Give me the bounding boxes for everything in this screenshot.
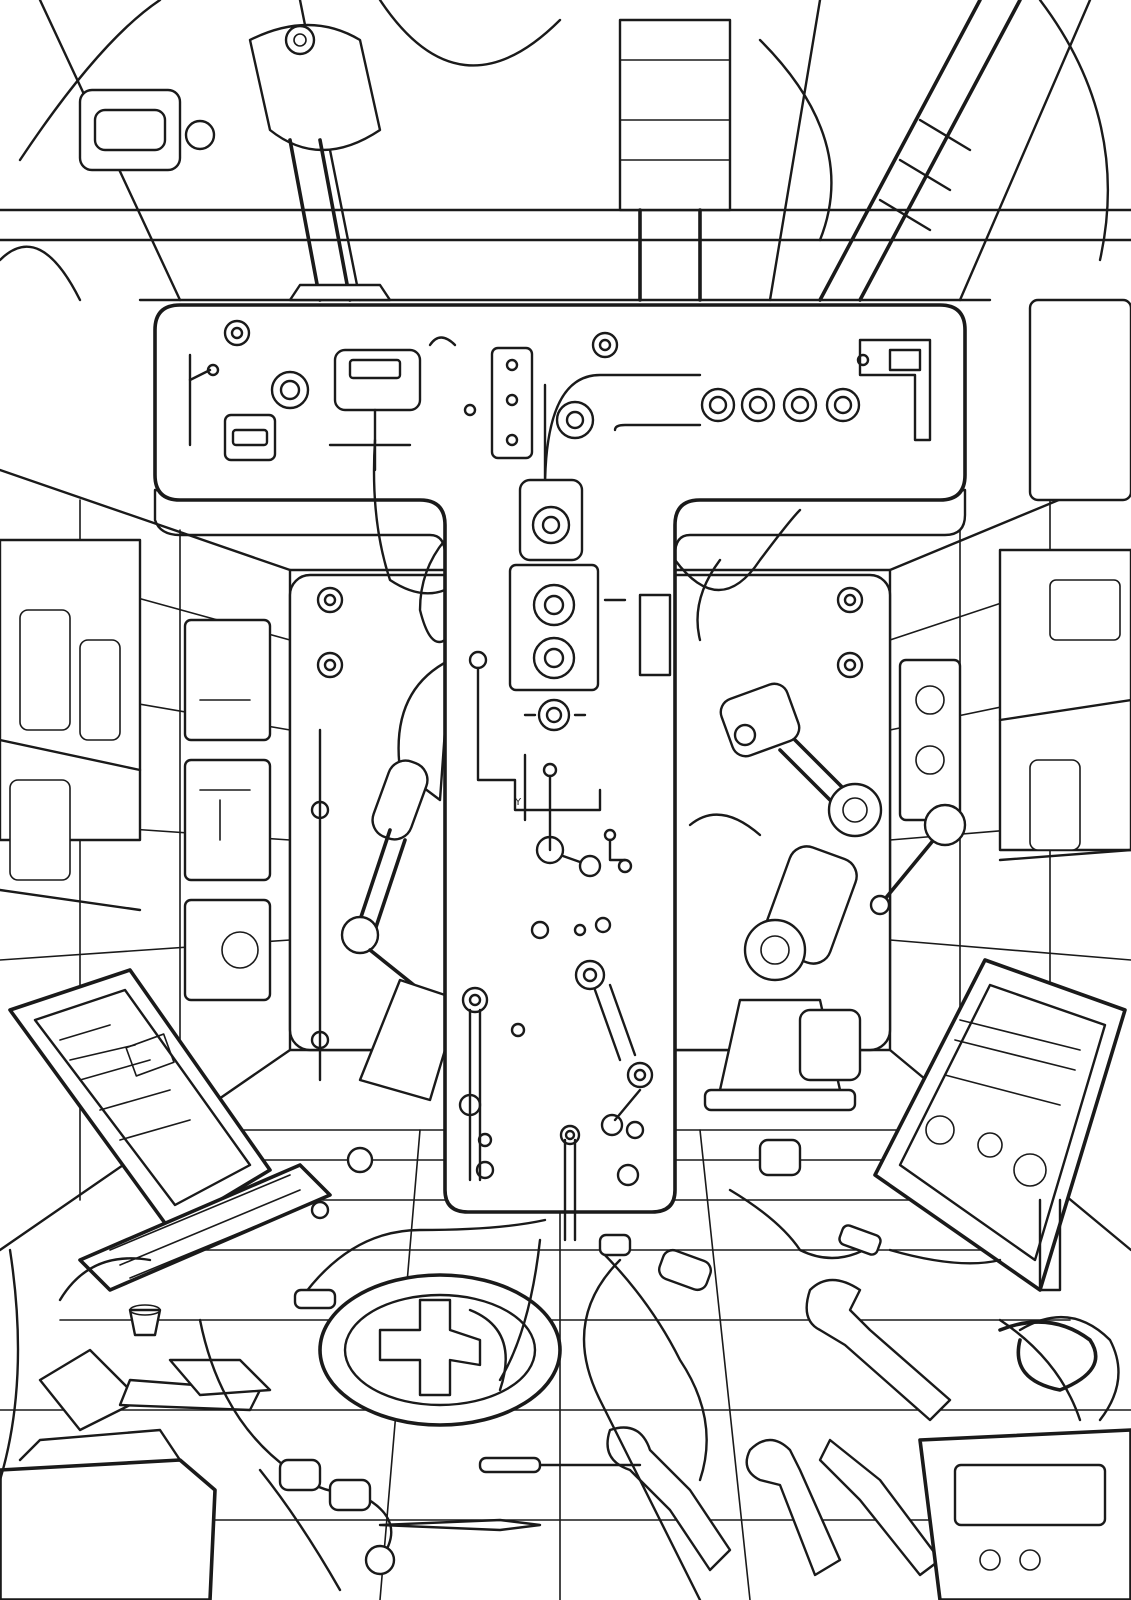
hanging-cables (0, 0, 1110, 302)
left-shelves (0, 538, 142, 912)
ceiling-canister-right (618, 18, 732, 302)
stem-controls (458, 478, 672, 1242)
letter-t-body (153, 303, 967, 1214)
letter-t: Y (153, 283, 967, 1242)
tablet-right (873, 958, 1127, 1292)
floor-hatch (318, 1273, 562, 1427)
wrench-right-2 (745, 1438, 842, 1577)
ceiling-canister-left (248, 23, 382, 302)
cup (128, 1304, 162, 1337)
robot-arm-left (340, 658, 462, 1102)
right-wall-console (898, 298, 1131, 822)
crossbar-controls (188, 283, 932, 492)
wrench-right-1 (805, 1278, 952, 1422)
ceiling-machinery (0, 0, 1110, 302)
back-wall-bolts (310, 586, 864, 1082)
robot-arm-right (688, 682, 967, 1112)
floor-cables (0, 1188, 1120, 1600)
panel-glyph: Y (514, 797, 522, 808)
right-shelves (998, 548, 1131, 862)
wrench-bottom-2 (818, 1438, 942, 1577)
ceiling-socket-box (78, 88, 216, 172)
floor-tools (0, 1138, 1131, 1600)
ceiling-pipe-right (818, 0, 1022, 302)
t-cables (372, 438, 802, 644)
hammer (38, 1348, 272, 1432)
console-bottom-right (918, 1428, 1131, 1600)
cable-connectors (278, 1138, 1098, 1576)
screwdriver (378, 1456, 642, 1532)
toolbox-bottom-left (0, 1428, 217, 1600)
wrench-bottom-1 (606, 1426, 732, 1572)
left-wall-monitors (183, 618, 272, 1002)
